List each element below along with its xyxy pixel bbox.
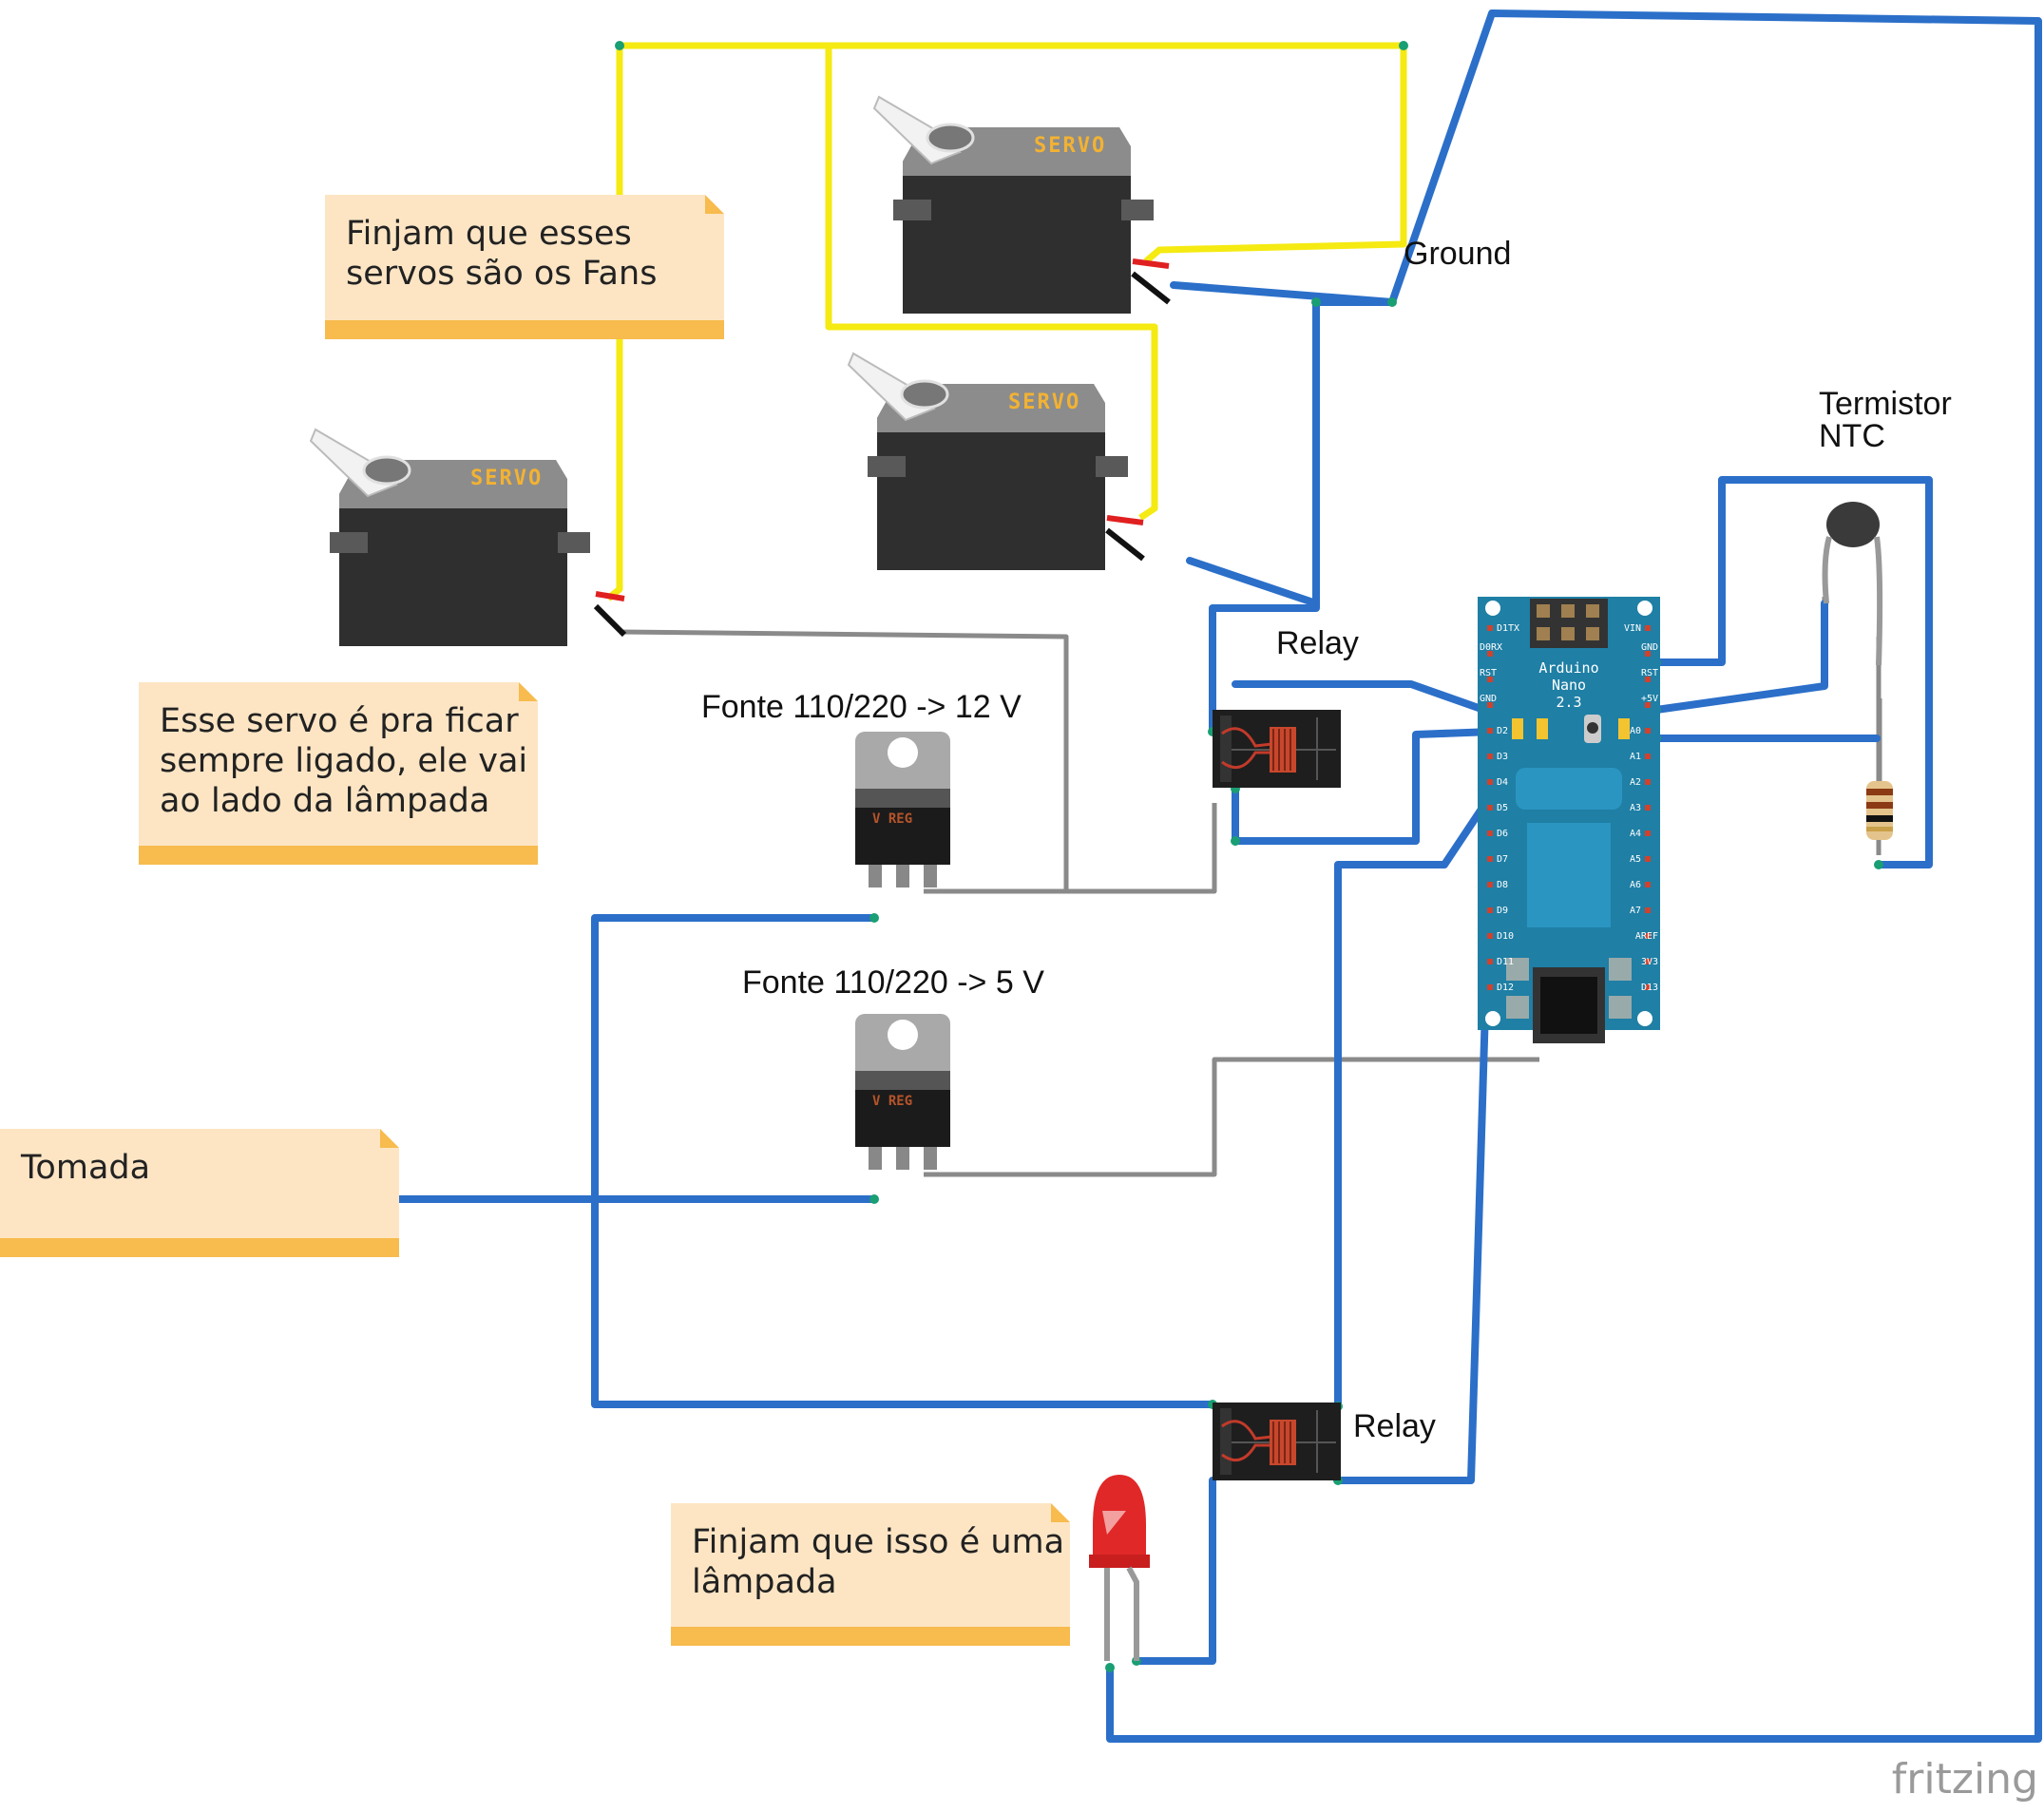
arduino-right-pins: VIN GND RST +5V A0 A1 A2 A3 A4 A5 A6 A7 … — [1624, 623, 1658, 993]
relay-bottom — [1211, 1401, 1343, 1482]
psu-12v: V REG — [855, 732, 950, 887]
svg-text:A1: A1 — [1630, 752, 1641, 762]
label-relay-top: Relay — [1276, 625, 1359, 661]
label-psu-12v: Fonte 110/220 -> 12 V — [701, 689, 1022, 725]
note-tomada: Tomada — [0, 1129, 399, 1257]
svg-text:SERVO: SERVO — [470, 467, 543, 490]
arduino-nano: Arduino Nano 2.3 D1TX D0RX RST GND D2 — [1478, 597, 1660, 1043]
note-fans: Finjam que esses servos são os Fans — [325, 195, 724, 339]
gray-wires — [619, 597, 1882, 1177]
arduino-left-pins: D1TX D0RX RST GND D2 D3 D4 D5 D6 D7 D8 D… — [1480, 623, 1519, 993]
svg-text:D1TX: D1TX — [1497, 623, 1519, 634]
thermistor-ntc — [1822, 502, 1883, 666]
svg-text:Nano: Nano — [1552, 677, 1586, 694]
note-lamp-text: Finjam que isso é uma lâmpada — [692, 1523, 1065, 1601]
svg-text:AREF: AREF — [1635, 931, 1658, 942]
svg-text:V REG: V REG — [872, 811, 912, 827]
svg-text:+5V: +5V — [1641, 694, 1658, 704]
note-tomada-text: Tomada — [21, 1149, 151, 1187]
svg-text:A6: A6 — [1630, 880, 1641, 890]
svg-text:2.3: 2.3 — [1556, 694, 1581, 711]
label-thermistor: Termistor NTC — [1819, 386, 1952, 454]
svg-text:A2: A2 — [1630, 777, 1641, 788]
svg-text:D10: D10 — [1497, 931, 1514, 942]
note-servo-always-on-text: Esse servo é pra ficar sempre ligado, el… — [160, 702, 528, 820]
servo-always-on: SERVO — [309, 428, 627, 648]
svg-text:D5: D5 — [1497, 803, 1508, 813]
svg-text:SERVO: SERVO — [1008, 391, 1080, 414]
svg-text:D13: D13 — [1641, 983, 1658, 993]
svg-text:RST: RST — [1641, 668, 1658, 678]
svg-text:Arduino: Arduino — [1538, 659, 1598, 677]
svg-text:D8: D8 — [1497, 880, 1508, 890]
note-servo-always-on: Esse servo é pra ficar sempre ligado, el… — [139, 682, 538, 865]
psu-5v: V REG — [855, 1014, 950, 1170]
svg-text:D11: D11 — [1497, 957, 1514, 967]
svg-text:D6: D6 — [1497, 829, 1508, 839]
svg-text:D9: D9 — [1497, 906, 1508, 916]
servo-fan-2: SERVO — [847, 352, 1145, 572]
svg-text:D3: D3 — [1497, 752, 1508, 762]
svg-text:D12: D12 — [1497, 983, 1514, 993]
svg-text:D4: D4 — [1497, 777, 1508, 788]
resistor — [1866, 781, 1893, 840]
label-psu-5v: Fonte 110/220 -> 5 V — [742, 964, 1044, 1001]
servo-fan-1: SERVO — [872, 95, 1171, 315]
svg-text:D2: D2 — [1497, 726, 1508, 736]
note-fans-text: Finjam que esses servos são os Fans — [346, 215, 658, 293]
svg-text:VIN: VIN — [1624, 623, 1641, 634]
svg-text:D0RX: D0RX — [1480, 642, 1502, 653]
svg-text:A5: A5 — [1630, 854, 1641, 865]
svg-text:A0: A0 — [1630, 726, 1641, 736]
led-lamp — [1089, 1475, 1150, 1661]
svg-text:A7: A7 — [1630, 906, 1641, 916]
svg-text:GND: GND — [1641, 642, 1658, 653]
svg-text:A4: A4 — [1630, 829, 1641, 839]
svg-text:D7: D7 — [1497, 854, 1508, 865]
relay-top — [1211, 708, 1343, 790]
svg-text:SERVO: SERVO — [1034, 134, 1106, 158]
label-relay-bottom: Relay — [1353, 1408, 1436, 1444]
svg-text:RST: RST — [1480, 668, 1497, 678]
svg-text:A3: A3 — [1630, 803, 1641, 813]
label-ground: Ground — [1404, 236, 1512, 272]
svg-text:V REG: V REG — [872, 1094, 912, 1109]
fritzing-logo: fritzing — [1891, 1755, 2038, 1803]
note-lamp: Finjam que isso é uma lâmpada — [671, 1503, 1070, 1646]
svg-text:3V3: 3V3 — [1641, 957, 1658, 967]
svg-text:GND: GND — [1480, 694, 1497, 704]
